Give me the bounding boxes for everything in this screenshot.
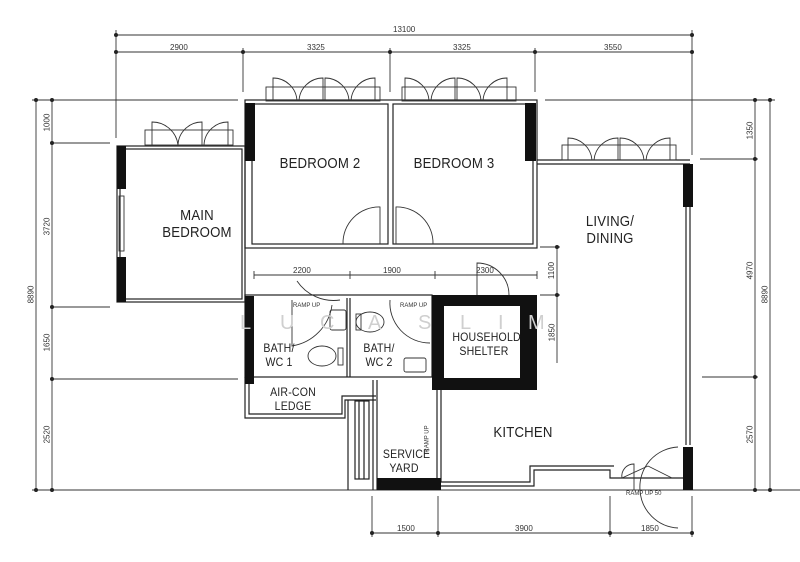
ramp-label: RAMP UP — [424, 425, 431, 453]
room-label-bath-1: BATH/ WC 1 — [259, 341, 299, 370]
room-label-aircon-ledge: AIR-CON LEDGE — [266, 385, 321, 414]
watermark-letter: I — [498, 312, 504, 334]
dimension-label: 2900 — [170, 43, 188, 52]
room-label-line: AIR-CON — [270, 385, 316, 399]
room-label-bath-2: BATH/ WC 2 — [359, 341, 399, 370]
room-label-kitchen: KITCHEN — [493, 424, 553, 441]
dimension-label: 1000 — [42, 113, 52, 132]
dimension-label: 1850 — [641, 524, 659, 533]
fixtures — [307, 309, 427, 373]
dimension-label: 8890 — [26, 285, 36, 304]
room-label-line: YARD — [389, 460, 419, 475]
watermark-letter: L — [460, 312, 472, 334]
dimension-label: 4970 — [745, 261, 755, 280]
dimension-label: 1500 — [397, 524, 415, 533]
room-label-bedroom-3: BEDROOM 3 — [413, 155, 495, 172]
room-label-line: HOUSEHOLD — [452, 330, 521, 344]
dimension-label: 1850 — [547, 323, 557, 342]
dimension-label: 1900 — [383, 266, 401, 275]
dimension-label: 3550 — [604, 43, 622, 52]
dimension-label: 8890 — [760, 285, 770, 304]
watermark-letter: S — [418, 312, 432, 334]
watermark-letter: U — [280, 312, 295, 334]
dimension-label: 3720 — [42, 217, 52, 236]
dimension-label: 2200 — [293, 266, 311, 275]
room-label-line: SHELTER — [459, 343, 509, 358]
dimension-label: 3900 — [515, 524, 533, 533]
watermark-letter: L — [240, 312, 252, 334]
dimension-label: 3325 — [453, 43, 471, 52]
room-label-line: BATH/ — [263, 341, 295, 355]
room-label-living-dining: LIVING/ DINING — [575, 213, 645, 248]
watermark-letter: A — [368, 312, 382, 334]
room-label-line: SERVICE — [382, 447, 431, 461]
walls — [116, 99, 691, 490]
room-label-service-yard: SERVICE YARD — [382, 447, 431, 476]
dimension-label: 2300 — [476, 266, 494, 275]
dimension-label: 1100 — [547, 261, 557, 280]
room-label-line: MAIN — [180, 207, 214, 224]
ramp-label: RAMP UP 50 — [626, 491, 662, 497]
room-label-household-shelter: HOUSEHOLD SHELTER — [452, 330, 521, 359]
dimension-label: 2570 — [745, 425, 755, 444]
room-label-line: BEDROOM — [162, 224, 232, 242]
ramp-label: RAMP UP — [400, 303, 428, 309]
ramp-label: RAMP UP — [293, 303, 321, 309]
room-label-line: WC 1 — [265, 354, 293, 369]
dimension-label: 2520 — [42, 425, 52, 444]
room-label-line: DINING — [586, 230, 634, 248]
room-label-line: BATH/ — [363, 341, 395, 355]
room-label-bedroom-2: BEDROOM 2 — [279, 155, 361, 172]
dimension-label: 1350 — [745, 121, 755, 140]
watermark-letter: C — [320, 312, 335, 334]
structural-columns — [117, 103, 693, 490]
dimension-label: 13100 — [393, 25, 416, 34]
room-label-line: LEDGE — [274, 398, 312, 413]
room-label-line: LIVING/ — [585, 213, 635, 230]
dimension-ticks — [34, 33, 772, 535]
dimension-label: 1650 — [42, 333, 52, 352]
room-label-main-bedroom: MAIN BEDROOM — [157, 207, 236, 242]
dimension-label: 3325 — [307, 43, 325, 52]
room-label-line: WC 2 — [365, 354, 393, 369]
watermark-letter: M — [528, 312, 545, 334]
